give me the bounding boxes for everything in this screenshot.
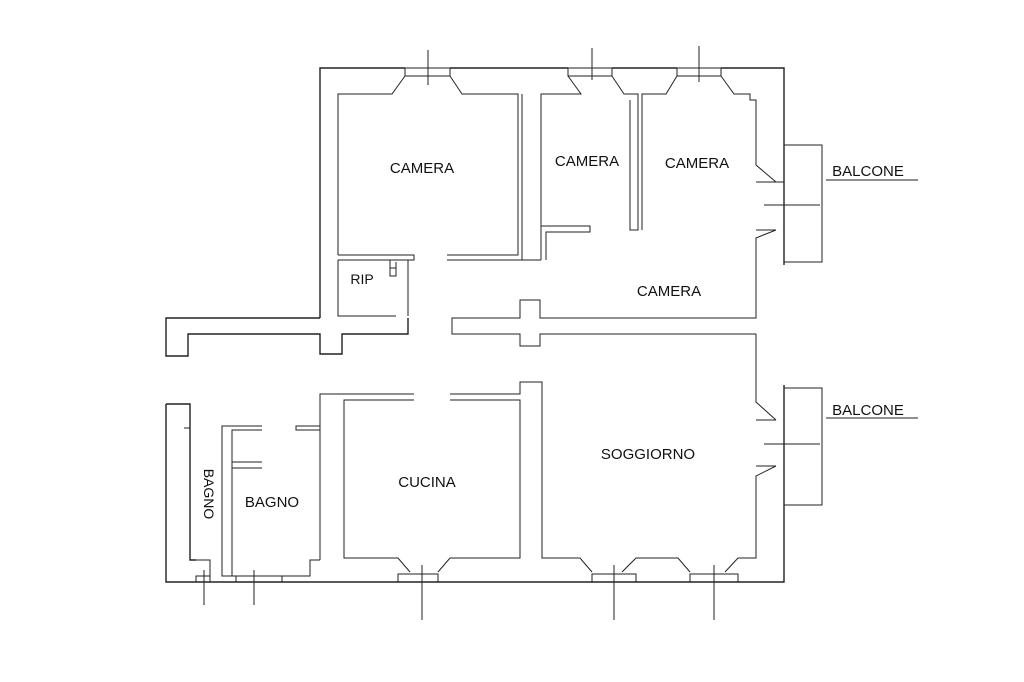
interior-walls <box>184 75 777 577</box>
label-cucina: CUCINA <box>398 474 456 491</box>
label-bagno-1: BAGNO <box>245 494 299 511</box>
label-balcone-2: BALCONE <box>832 402 904 419</box>
label-camera-2: CAMERA <box>555 153 619 170</box>
balconies <box>756 144 823 506</box>
label-camera-3: CAMERA <box>665 155 729 172</box>
label-camera-1: CAMERA <box>390 160 454 177</box>
label-balcone-1: BALCONE <box>832 163 904 180</box>
label-rip: RIP <box>350 271 373 287</box>
label-bagno-2: BAGNO <box>201 469 217 520</box>
label-soggiorno: SOGGIORNO <box>601 446 695 463</box>
room-labels: CAMERA CAMERA CAMERA CAMERA RIP CUCINA S… <box>201 153 904 519</box>
label-camera-4: CAMERA <box>637 283 701 300</box>
axis-lines <box>203 46 918 620</box>
